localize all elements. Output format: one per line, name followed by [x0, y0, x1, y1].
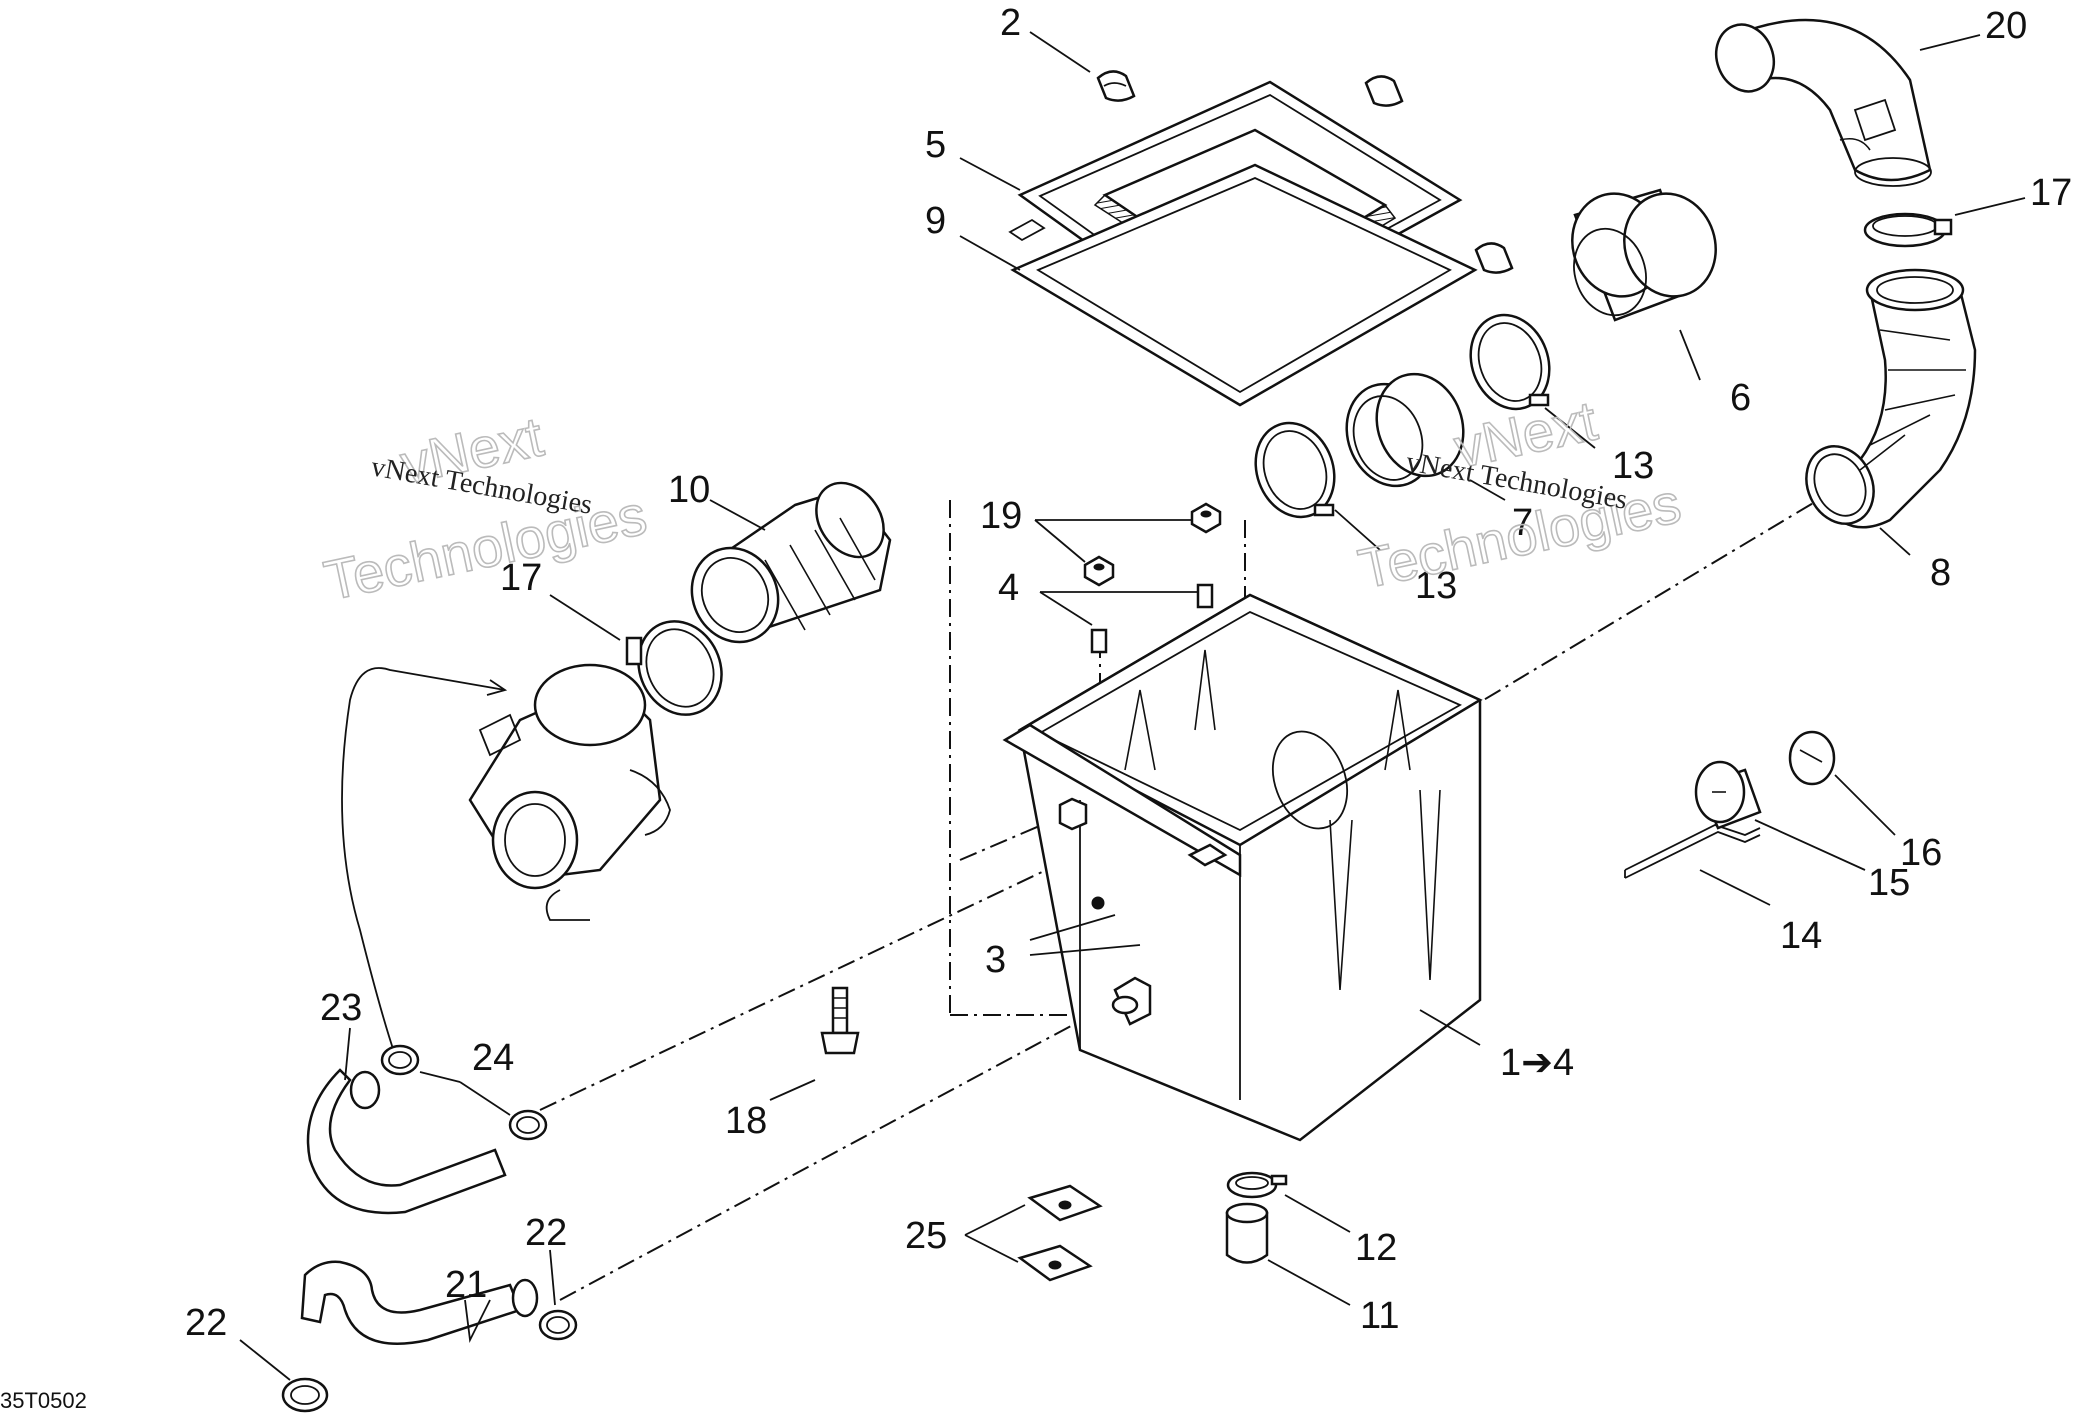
callout-18: 18 [725, 1100, 767, 1142]
callout-1-to-4: 1➔4 [1500, 1042, 1574, 1084]
callout-12: 12 [1355, 1227, 1397, 1269]
part-gasket-9 [1010, 163, 1478, 407]
callout-22-upper: 22 [525, 1212, 567, 1254]
callout-8: 8 [1930, 552, 1951, 594]
part-clamp-22 [281, 1309, 578, 1413]
part-cap-16 [1788, 730, 1836, 786]
callout-14: 14 [1780, 915, 1822, 957]
callout-17-lower: 17 [500, 557, 542, 599]
callout-4: 4 [998, 567, 1019, 609]
callout-24: 24 [472, 1037, 514, 1079]
part-screw-18 [820, 986, 860, 1055]
part-nut-19 [1083, 502, 1222, 587]
callout-3: 3 [985, 939, 1006, 981]
part-filter-element-6 [1571, 188, 1717, 322]
part-bracket-14 [1624, 824, 1761, 879]
part-clamp-12 [1226, 1171, 1288, 1199]
callout-20: 20 [1985, 5, 2027, 47]
watermark-left: vNext Technologies vNext Technologies [318, 404, 652, 613]
callout-16: 16 [1900, 832, 1942, 874]
callout-5: 5 [925, 124, 946, 166]
part-clamp-17-upper [1863, 212, 1953, 248]
callout-13-lower: 13 [1415, 565, 1457, 607]
part-airbox-1 [1002, 593, 1483, 1142]
part-pad-25 [1017, 1184, 1103, 1282]
callout-19: 19 [980, 495, 1022, 537]
part-hose-23 [306, 1068, 507, 1215]
part-cap-15 [1694, 760, 1762, 830]
part-clamp-13 [1254, 313, 1551, 519]
part-clip-2 [1096, 70, 1514, 274]
part-adapter-7 [1345, 372, 1465, 488]
callout-labels: 2 20 5 17 9 6 13 10 19 7 13 8 17 4 16 15… [185, 2, 2072, 1344]
callout-21: 21 [445, 1264, 487, 1306]
callout-25: 25 [905, 1215, 947, 1257]
callout-15: 15 [1868, 862, 1910, 904]
callout-7: 7 [1512, 502, 1533, 544]
vent-hose [341, 667, 508, 1056]
callout-22-lower: 22 [185, 1302, 227, 1344]
part-intake-elbow-20 [1714, 18, 1932, 187]
callout-11: 11 [1360, 1295, 1399, 1337]
callout-9: 9 [925, 200, 946, 242]
part-hose-21 [300, 1260, 539, 1345]
leader-lines [239, 31, 2026, 1381]
callout-6: 6 [1730, 377, 1751, 419]
part-spacer-4 [1090, 583, 1214, 654]
callout-13-upper: 13 [1612, 445, 1654, 487]
part-intake-duct-8 [1805, 268, 1977, 529]
callout-10: 10 [668, 469, 710, 511]
callout-2: 2 [1000, 2, 1021, 44]
diagram-code: 35T0502 [0, 1388, 87, 1413]
part-clamp-17-lower [625, 620, 723, 716]
callout-23: 23 [320, 987, 362, 1029]
part-intake-boot-10 [690, 481, 892, 644]
callout-17-upper: 17 [2030, 172, 2072, 214]
part-clamp-24 [380, 1044, 548, 1141]
part-throttle-body [468, 663, 671, 921]
part-drain-plug-11 [1225, 1202, 1269, 1264]
